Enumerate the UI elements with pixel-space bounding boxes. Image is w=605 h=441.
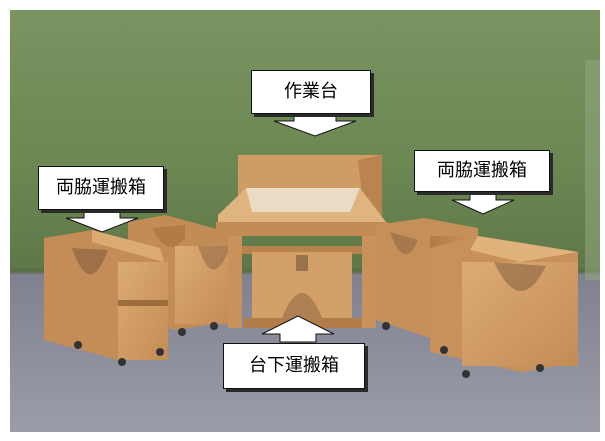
label-left-cart: 両脇運搬箱: [38, 166, 164, 210]
label-workbench: 作業台: [251, 70, 371, 114]
arrow-under-cart: [261, 315, 335, 343]
label-right-cart: 両脇運搬箱: [414, 150, 550, 192]
right-carts: [376, 218, 578, 378]
doorway: [585, 60, 600, 280]
arrow-left-cart: [65, 210, 139, 233]
label-under-cart: 台下運搬箱: [223, 343, 365, 389]
arrow-right-cart: [451, 190, 515, 215]
arrow-workbench: [273, 112, 357, 137]
left-carts: [44, 215, 228, 366]
